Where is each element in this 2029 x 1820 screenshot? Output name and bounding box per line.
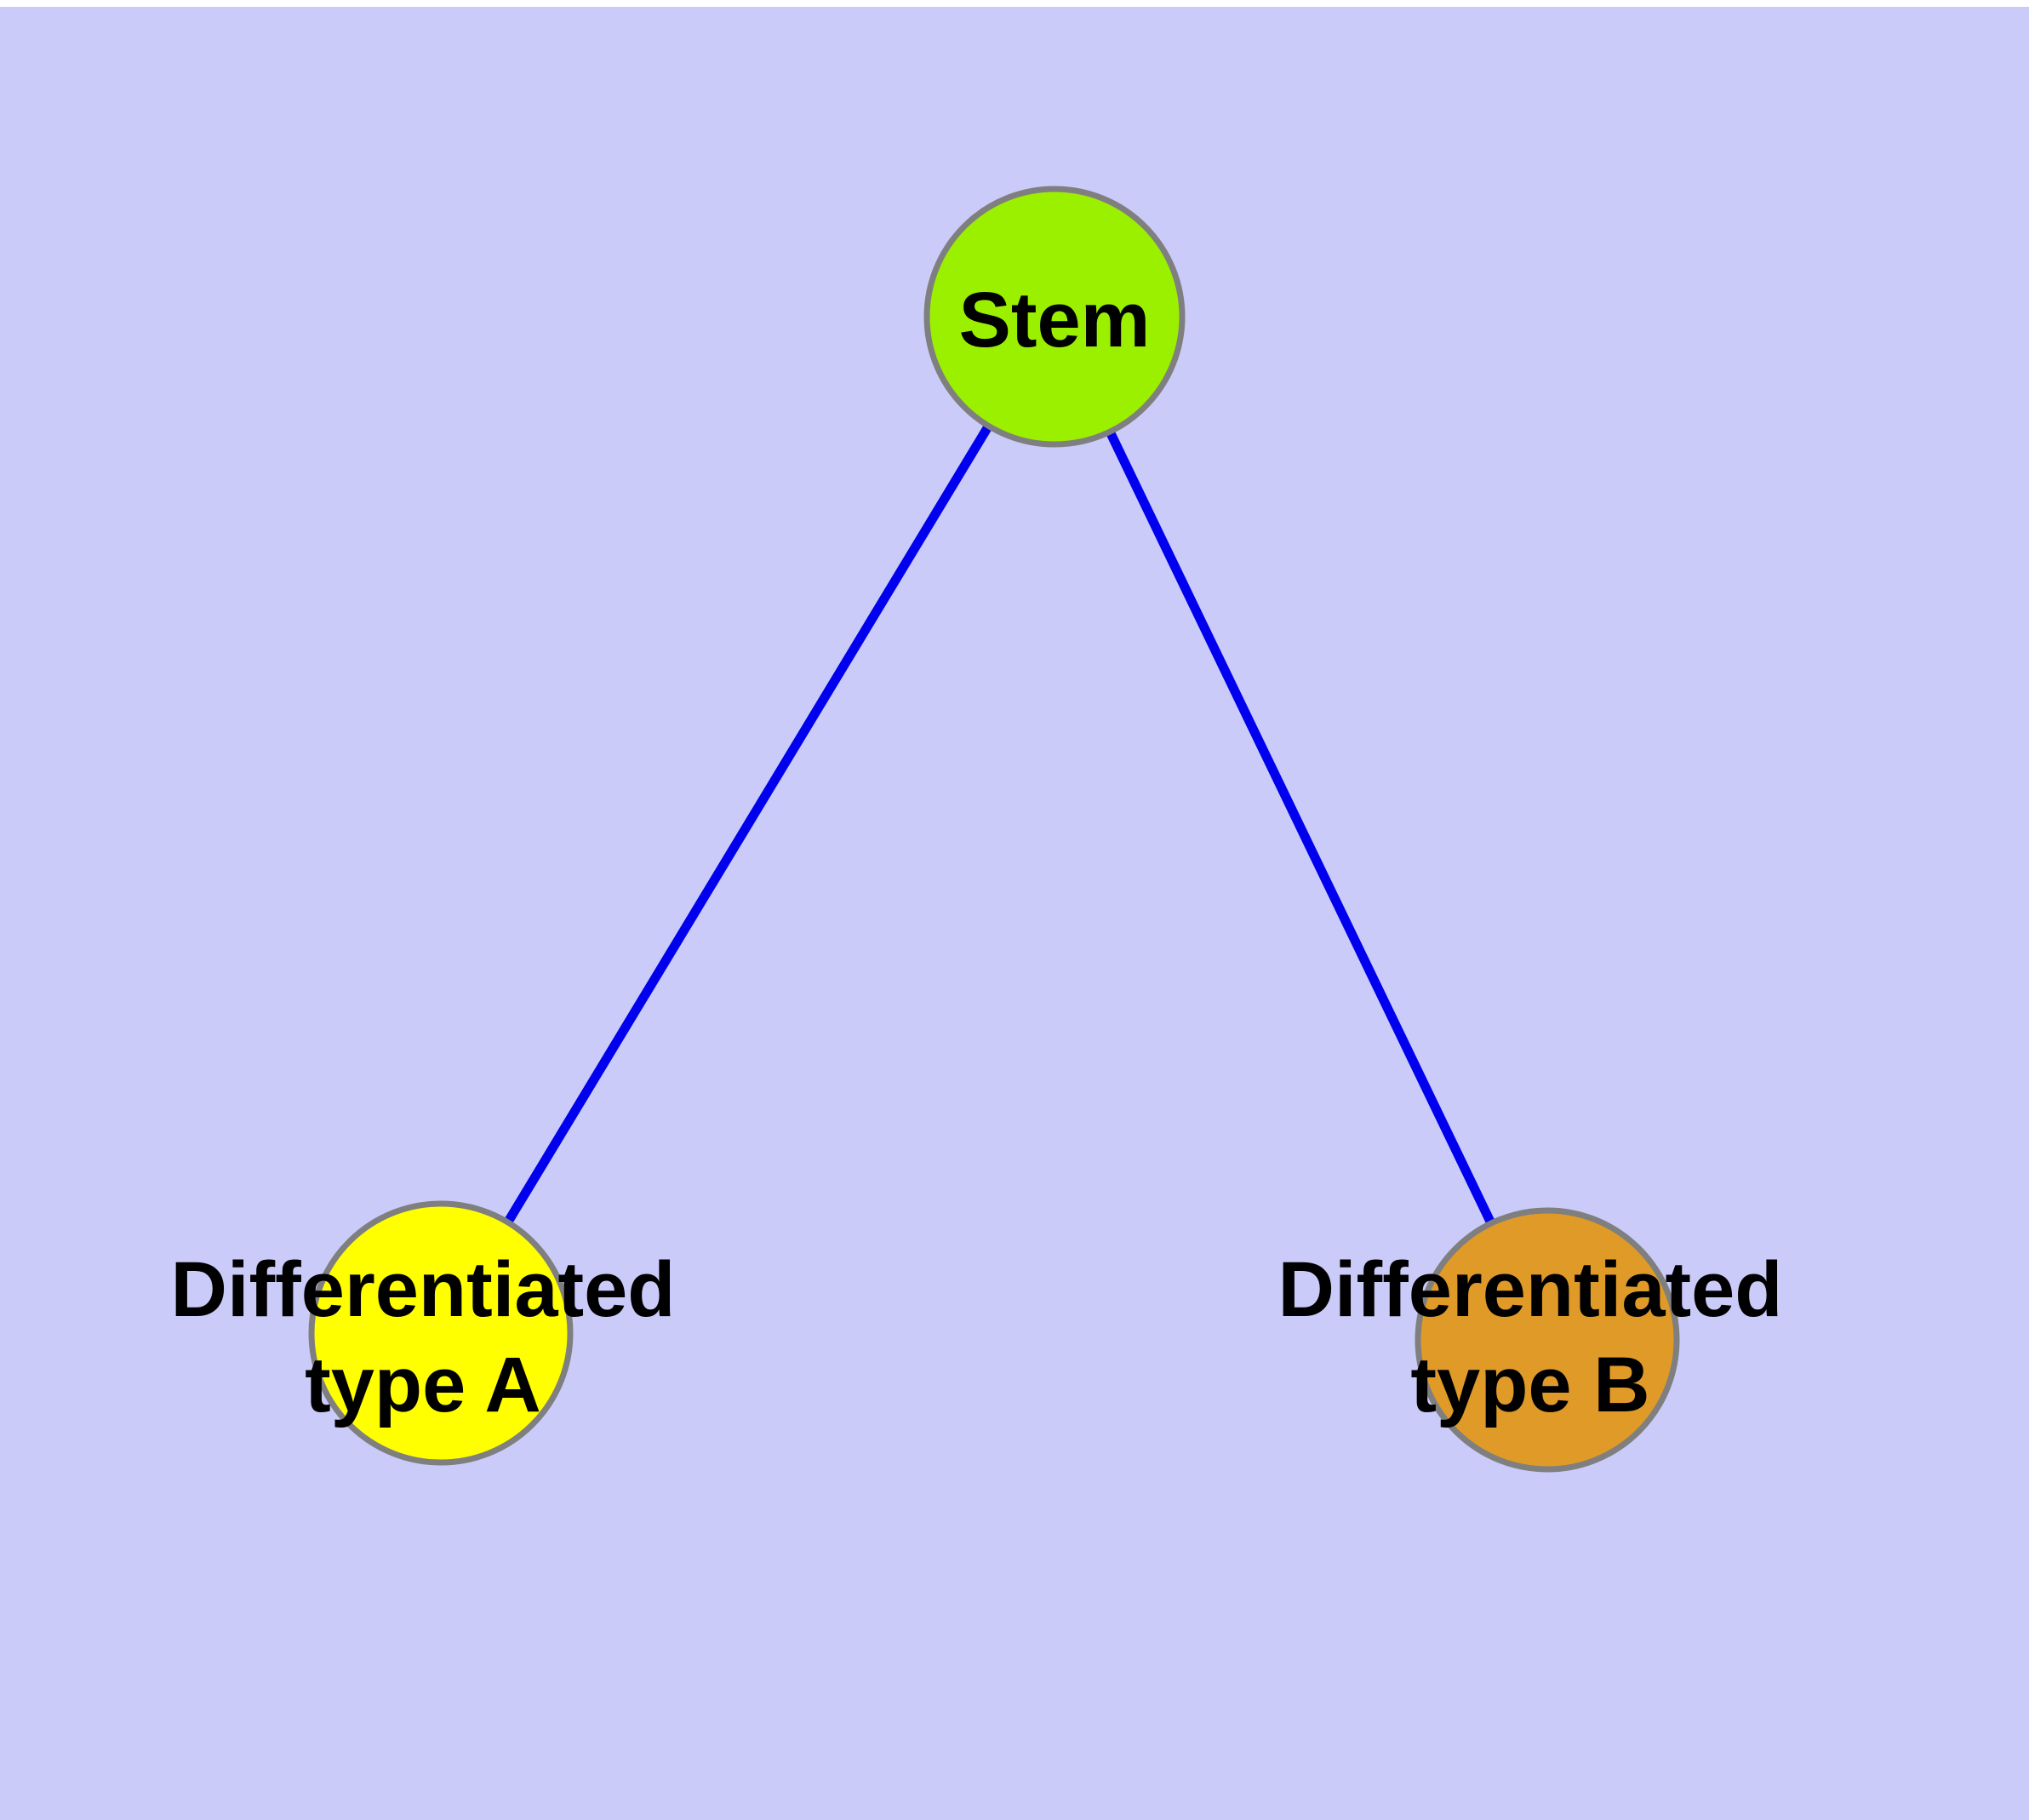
node-circle-differentiated-type-b[interactable] [1415, 1207, 1680, 1473]
edge-stem-to-differentiated-type-a[interactable] [437, 314, 1059, 1336]
edge-layer [437, 314, 1552, 1342]
node-layer [308, 186, 1680, 1473]
node-label-stem: Stem [959, 277, 1151, 363]
label-layer: Stem Differentiated type A Differentiate… [171, 277, 1783, 1428]
node-label-differentiated-type-b-line1: Differentiated [1278, 1246, 1783, 1333]
node-label-differentiated-type-a-line1: Differentiated [171, 1246, 676, 1333]
node-label-differentiated-type-b-line2: type B [1410, 1342, 1649, 1428]
edge-stem-to-differentiated-type-b[interactable] [1050, 314, 1552, 1342]
node-circle-differentiated-type-a[interactable] [308, 1200, 574, 1466]
node-circle-stem[interactable] [923, 186, 1186, 448]
node-label-differentiated-type-a-line2: type A [305, 1342, 541, 1428]
